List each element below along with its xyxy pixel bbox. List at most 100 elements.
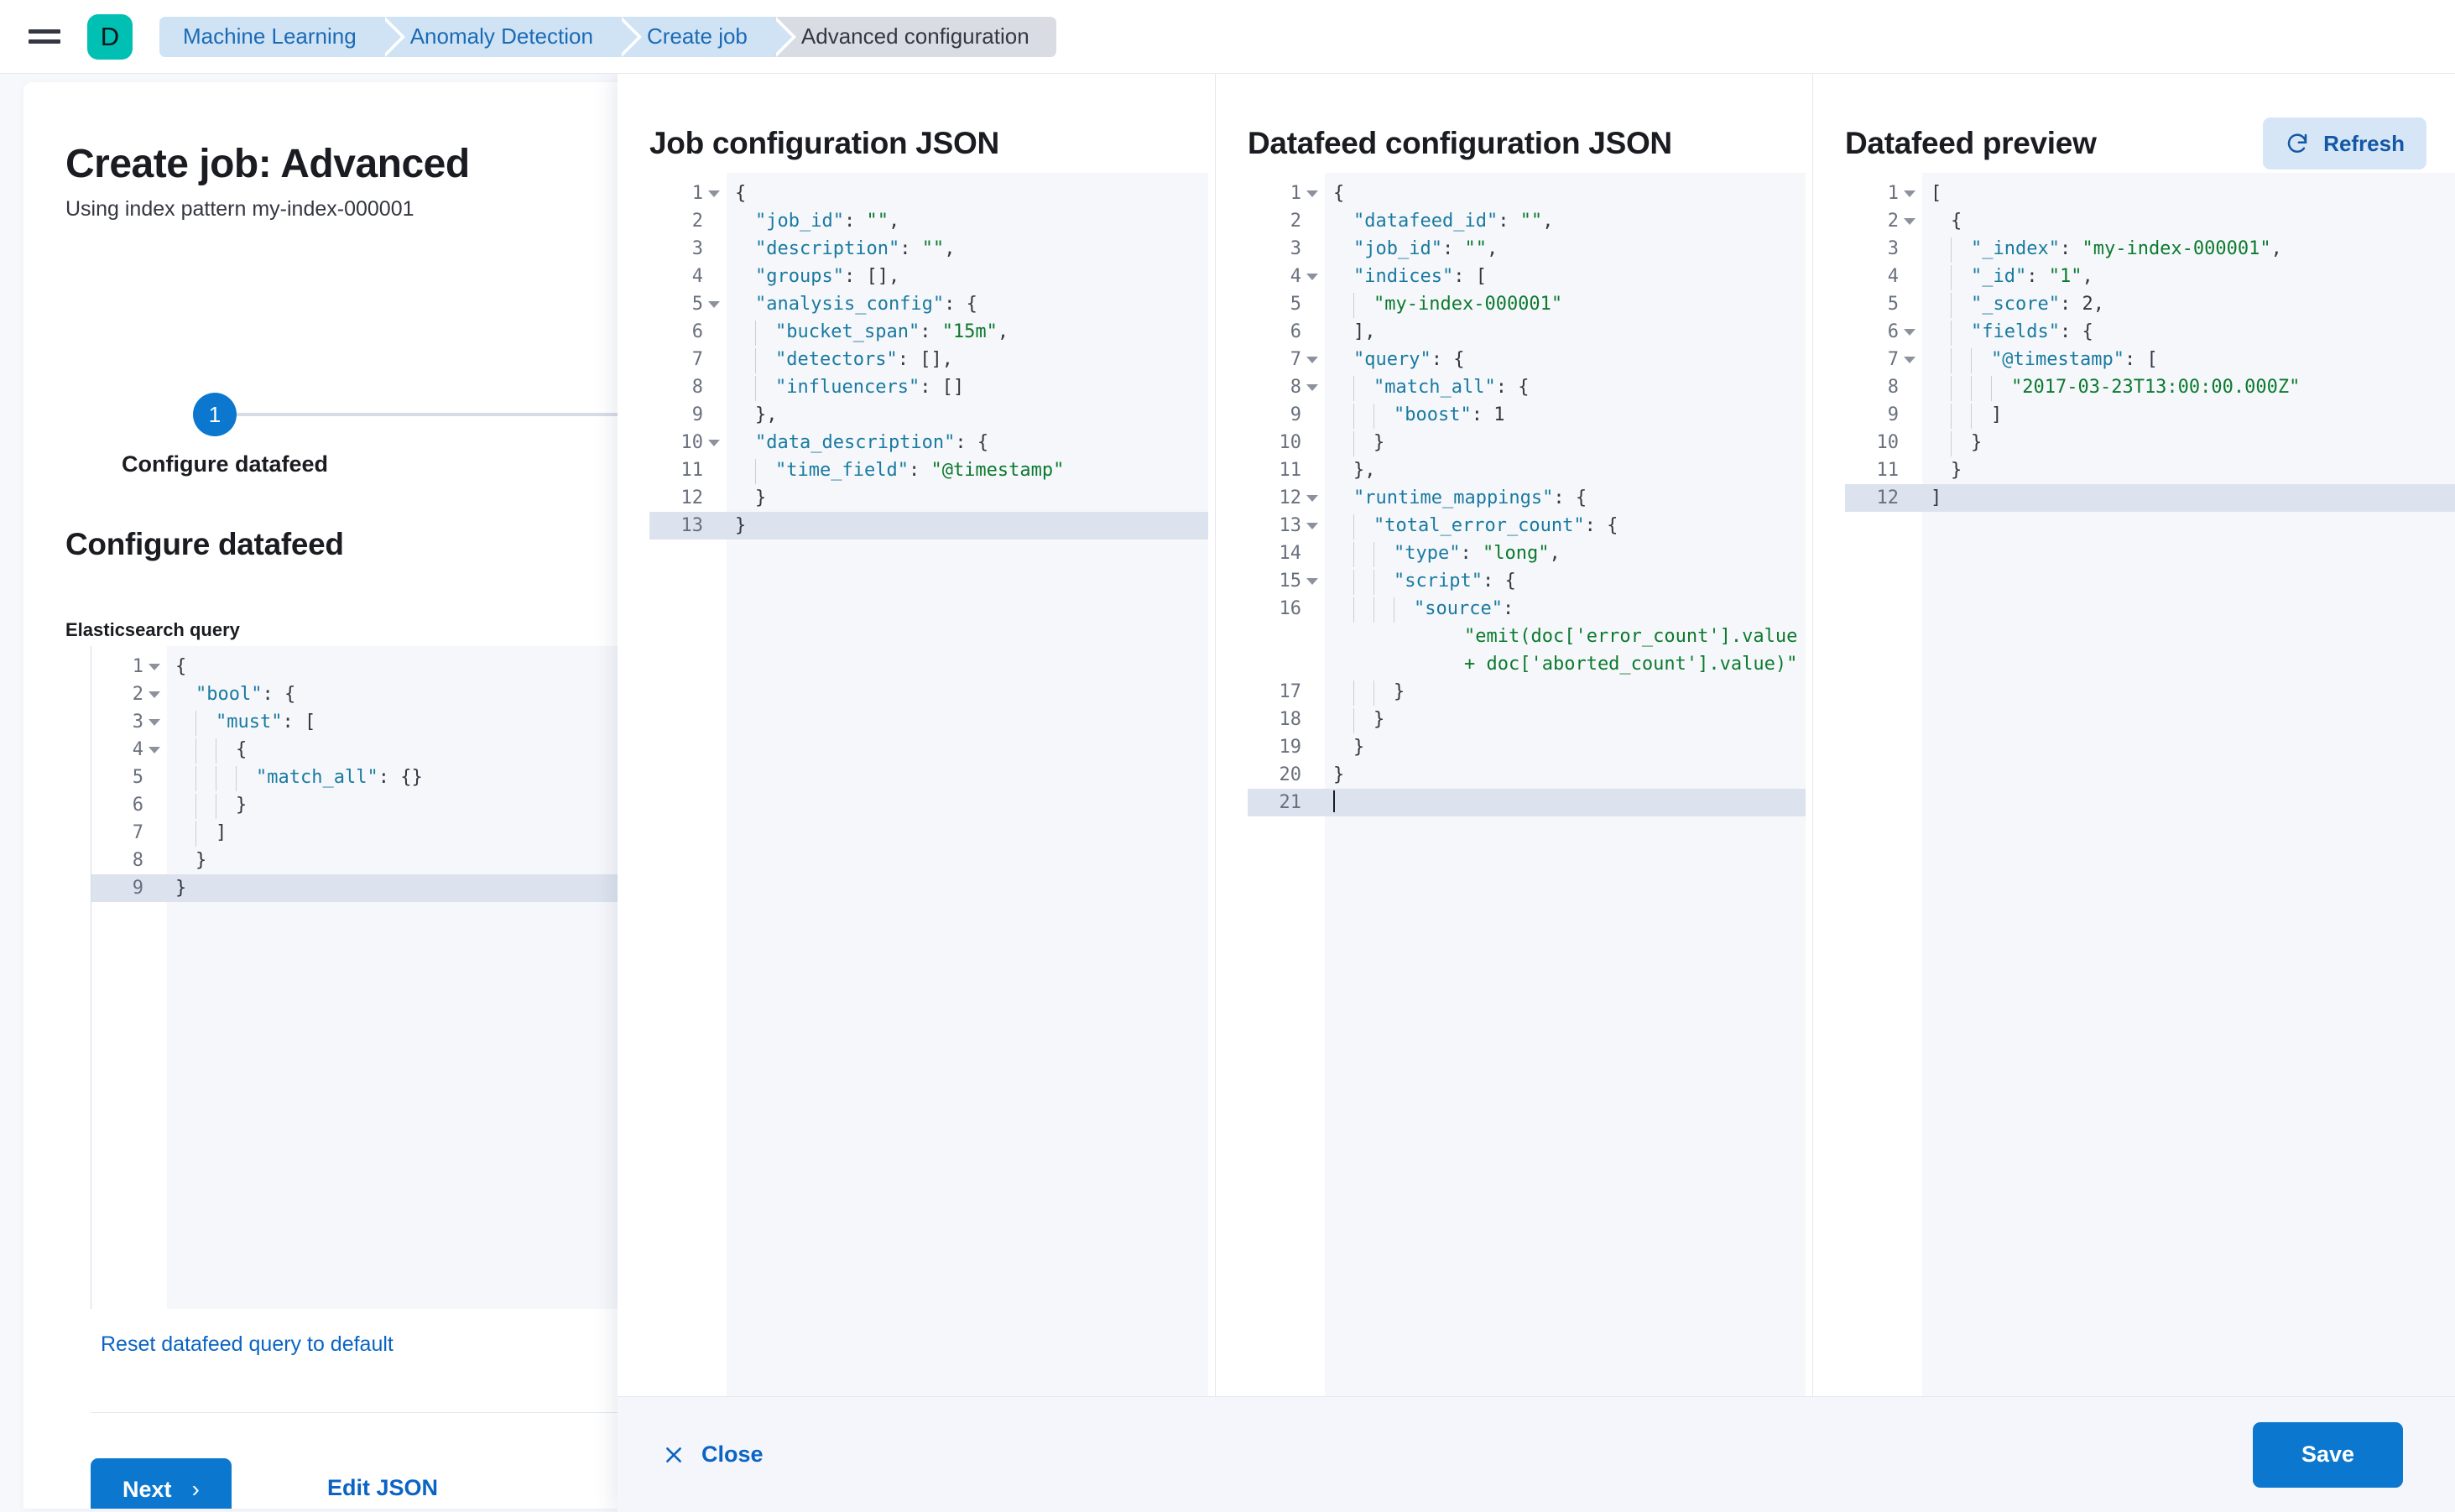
code-line[interactable]: { (167, 736, 646, 764)
fold-caret-icon[interactable] (1306, 357, 1318, 363)
panel-title: Job configuration JSON (649, 126, 999, 160)
fold-caret-icon[interactable] (149, 747, 160, 753)
fold-caret-icon[interactable] (1306, 578, 1318, 585)
code-line[interactable]: "type": "long", (1325, 540, 1806, 567)
code-line[interactable]: } (727, 512, 1208, 540)
fold-caret-icon[interactable] (149, 664, 160, 670)
fold-caret-icon[interactable] (149, 719, 160, 726)
next-button[interactable]: Next › (91, 1458, 232, 1509)
step-1-circle[interactable]: 1 (193, 393, 237, 436)
code-line[interactable]: "boost": 1 (1325, 401, 1806, 429)
code-line[interactable]: } (1325, 678, 1806, 706)
code-line[interactable]: "_score": 2, (1922, 290, 2455, 318)
fold-caret-icon[interactable] (1904, 329, 1916, 336)
code-line[interactable]: } (1333, 764, 1345, 785)
code-line[interactable]: "bool": { (195, 684, 296, 705)
code-line[interactable]: ] (1922, 484, 2455, 512)
code-line[interactable]: "_id": "1", (1922, 263, 2455, 290)
fold-caret-icon[interactable] (708, 440, 720, 446)
code-line[interactable]: } (1325, 706, 1806, 733)
code-line[interactable]: "detectors": [], (727, 346, 1208, 373)
fold-caret-icon[interactable] (708, 190, 720, 197)
fold-caret-icon[interactable] (1904, 218, 1916, 225)
code-line[interactable]: } (1325, 429, 1806, 456)
close-button[interactable]: Close (663, 1442, 764, 1468)
code-line[interactable]: "script": { (1325, 567, 1806, 595)
code-line[interactable]: "time_field": "@timestamp" (727, 456, 1208, 484)
code-line[interactable]: { (1951, 211, 1962, 232)
fold-caret-icon[interactable] (1306, 274, 1318, 280)
fold-caret-icon[interactable] (1904, 190, 1916, 197)
code-line[interactable]: } (1922, 429, 2455, 456)
app-logo-badge[interactable]: D (87, 13, 133, 60)
fold-caret-icon[interactable] (1306, 523, 1318, 529)
code-line[interactable]: "description": "", (755, 238, 956, 259)
code-line[interactable]: "match_all": { (1325, 373, 1806, 401)
fold-caret-icon[interactable] (708, 301, 720, 308)
editor-code-area[interactable]: { "job_id": "", "description": "", "groups"… (727, 173, 1208, 1396)
breadcrumb-item-0[interactable]: Machine Learning (159, 16, 405, 57)
code-line[interactable]: [ (1931, 183, 1942, 204)
breadcrumb-item-1[interactable]: Anomaly Detection (381, 16, 643, 57)
fold-caret-icon[interactable] (1904, 357, 1916, 363)
code-line[interactable]: "runtime_mappings": { (1353, 487, 1587, 508)
code-line[interactable]: }, (755, 404, 778, 425)
code-line[interactable]: "bucket_span": "15m", (727, 318, 1208, 346)
code-line[interactable]: "query": { (1353, 349, 1465, 370)
code-line[interactable]: "job_id": "", (1353, 238, 1499, 259)
code-line[interactable]: } (167, 874, 646, 902)
fold-caret-icon[interactable] (1306, 495, 1318, 502)
gutter-line-number: 9 (1290, 404, 1301, 425)
hamburger-menu-icon[interactable] (29, 23, 64, 51)
code-line[interactable]: "analysis_config": { (755, 294, 977, 315)
elasticsearch-query-label: Elasticsearch query (65, 619, 240, 640)
breadcrumb-item-2[interactable]: Create job (618, 16, 796, 57)
breadcrumb-item-3[interactable]: Advanced configuration (772, 16, 1056, 57)
code-line[interactable]: "total_error_count": { (1325, 512, 1806, 540)
refresh-button[interactable]: Refresh (2263, 117, 2426, 169)
code-line[interactable]: { (1333, 183, 1345, 204)
fold-caret-icon[interactable] (149, 691, 160, 698)
save-button[interactable]: Save (2252, 1421, 2403, 1488)
code-line[interactable]: "match_all": {} (167, 764, 646, 791)
editor-code-area[interactable]: [ { "_index": "my-index-000001","_id": "1"… (1922, 173, 2455, 1396)
code-line[interactable]: "must": [ (167, 708, 646, 736)
code-line[interactable]: "_index": "my-index-000001", (1922, 235, 2455, 263)
fold-caret-icon[interactable] (1306, 384, 1318, 391)
code-line[interactable]: } (755, 487, 767, 508)
editor-code-area[interactable]: { "datafeed_id": "", "job_id": "", "indices… (1325, 173, 1806, 1396)
code-line[interactable] (1325, 789, 1806, 816)
fold-caret-icon[interactable] (1306, 190, 1318, 197)
gutter-line-number: 2 (1290, 211, 1301, 232)
code-line[interactable]: "2017-03-23T13:00:00.000Z" (1922, 373, 2455, 401)
code-line[interactable]: "influencers": [] (727, 373, 1208, 401)
gutter-line-number: 19 (1279, 737, 1302, 758)
code-line[interactable]: } (1951, 460, 1962, 481)
panel-header: Job configuration JSON (618, 74, 1215, 173)
code-line[interactable]: "indices": [ (1353, 266, 1487, 287)
edit-json-link[interactable]: Edit JSON (327, 1475, 439, 1500)
code-line[interactable]: } (1353, 737, 1365, 758)
code-line[interactable]: "datafeed_id": "", (1353, 211, 1554, 232)
code-line[interactable]: { (735, 183, 747, 204)
code-line[interactable]: ] (167, 819, 646, 847)
code-line[interactable]: "groups": [], (755, 266, 900, 287)
code-line[interactable]: } (195, 850, 207, 871)
code-line[interactable]: ] (1922, 401, 2455, 429)
code-line[interactable]: "source": "emit(doc['error_count'].value… (1325, 595, 1806, 678)
code-line[interactable]: { (175, 656, 187, 677)
code-line[interactable]: "data_description": { (755, 432, 989, 453)
code-line[interactable]: }, (1353, 460, 1376, 481)
reset-datafeed-query-link[interactable]: Reset datafeed query to default (101, 1332, 394, 1356)
code-line[interactable]: "fields": { (1922, 318, 2455, 346)
code-line[interactable]: } (167, 791, 646, 819)
code-line[interactable]: ], (1353, 321, 1376, 342)
code-line[interactable]: "job_id": "", (755, 211, 900, 232)
editor-code-area[interactable]: {"bool": {"must": [{"match_all": {}}]}} (167, 646, 646, 1309)
code-line[interactable]: "@timestamp": [ (1922, 346, 2455, 373)
code-line[interactable]: "my-index-000001" (1325, 290, 1806, 318)
